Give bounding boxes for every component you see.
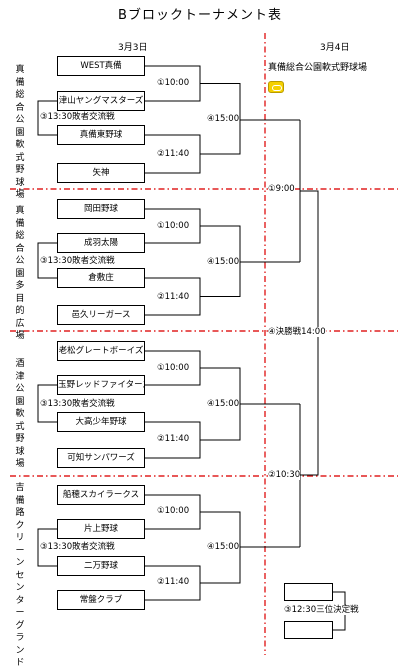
consolation-bracket bbox=[37, 384, 57, 423]
consolation-bracket bbox=[37, 242, 57, 279]
team-slot: 玉野レッドファイターズ bbox=[57, 375, 145, 395]
venue-label-4: 吉備路クリーンセンターグランド bbox=[15, 483, 25, 668]
game-label: ③12:30三位決定戦 bbox=[284, 605, 359, 615]
date-day1: 3月3日 bbox=[118, 43, 148, 53]
game-label: ②11:40 bbox=[157, 434, 190, 444]
game-label: ③13:30敗者交流戦 bbox=[40, 112, 115, 122]
team-slot: WEST真備 bbox=[57, 56, 145, 76]
semi-bracket bbox=[200, 83, 241, 155]
team-slot: 岡田野球 bbox=[57, 199, 145, 219]
semi-bracket bbox=[200, 225, 241, 297]
game-label: ①10:00 bbox=[157, 506, 190, 516]
venue-label-1: 真備総合公園軟式野球場 bbox=[15, 65, 25, 200]
consolation-bracket bbox=[37, 528, 57, 567]
venue-label-2: 真備総合公園多目的広場 bbox=[15, 206, 25, 341]
game-label: ③13:30敗者交流戦 bbox=[40, 542, 115, 552]
comment-icon[interactable] bbox=[268, 81, 284, 93]
third-place-slot bbox=[284, 621, 333, 639]
team-slot: 邑久リーガース bbox=[57, 305, 145, 325]
game-label: ④15:00 bbox=[207, 542, 240, 552]
team-slot: 片上野球 bbox=[57, 519, 145, 539]
game-label: ②11:40 bbox=[157, 577, 190, 587]
venue-label-3: 酒津公園軟式野球場 bbox=[15, 359, 25, 469]
team-slot: 船穂スカイラークス bbox=[57, 485, 145, 505]
game-label: ②11:40 bbox=[157, 149, 190, 159]
team-slot: 矢神 bbox=[57, 163, 145, 183]
game-label: ①10:00 bbox=[157, 221, 190, 231]
game-label: ②10:30 bbox=[268, 470, 301, 480]
venue-day2: 真備総合公園軟式野球場 bbox=[268, 63, 368, 73]
game-label: ①9:00 bbox=[268, 184, 295, 194]
consolation-bracket bbox=[37, 100, 57, 136]
game-label: ④決勝戦14:00 bbox=[268, 327, 326, 337]
team-slot: 倉敷庄 bbox=[57, 268, 145, 288]
game-label: ④15:00 bbox=[207, 257, 240, 267]
third-place-slot bbox=[284, 583, 333, 601]
team-slot: 津山ヤングマスターズ bbox=[57, 91, 145, 111]
team-slot: 可知サンパワーズ bbox=[57, 448, 145, 468]
team-slot: 二万野球 bbox=[57, 556, 145, 576]
page-title: Bブロックトーナメント表 bbox=[118, 8, 282, 23]
team-slot: 常盤クラブ bbox=[57, 590, 145, 610]
game-label: ②11:40 bbox=[157, 292, 190, 302]
game-label: ①10:00 bbox=[157, 363, 190, 373]
game-label: ③13:30敗者交流戦 bbox=[40, 399, 115, 409]
date-day2: 3月4日 bbox=[320, 43, 350, 53]
game-label: ④15:00 bbox=[207, 399, 240, 409]
team-slot: 大高少年野球 bbox=[57, 412, 145, 432]
game-label: ③13:30敗者交流戦 bbox=[40, 256, 115, 266]
game-label: ④15:00 bbox=[207, 114, 240, 124]
game-label: ①10:00 bbox=[157, 78, 190, 88]
team-slot: 老松グレートボーイズ bbox=[57, 341, 145, 361]
tournament-page: Bブロックトーナメント表 3月3日 3月4日 真備総合公園軟式野球場 真備総合公… bbox=[10, 8, 398, 668]
team-slot: 真備東野球 bbox=[57, 125, 145, 145]
team-slot: 成羽太陽 bbox=[57, 233, 145, 253]
